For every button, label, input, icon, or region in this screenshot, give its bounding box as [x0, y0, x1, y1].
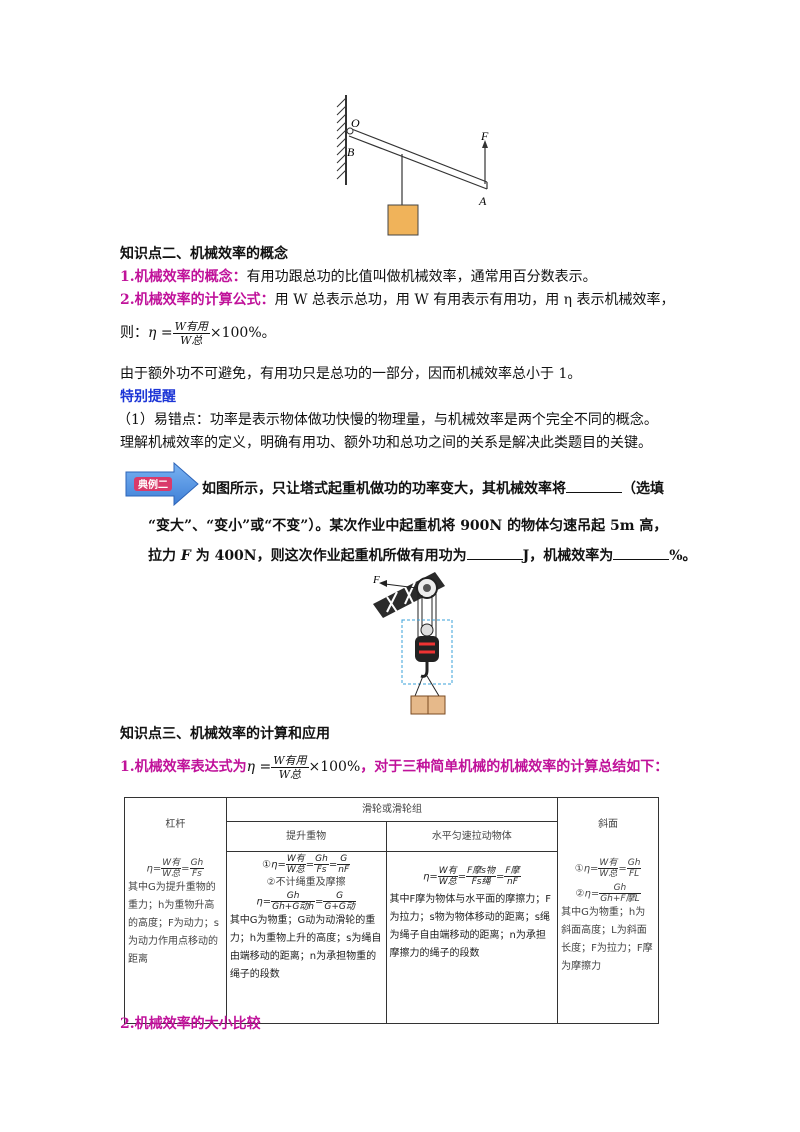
period: 。: [261, 325, 276, 341]
example-line3-c: J，机械效率为: [522, 548, 614, 564]
times-100-2: ×100%: [308, 759, 361, 775]
crane-force-label: F: [372, 574, 380, 586]
fraction-denominator: W总: [180, 333, 203, 347]
example-badge: 典例二: [138, 478, 168, 491]
horizontal-header: 水平匀速拉动物体: [385, 821, 559, 852]
pulley-header: 滑轮或滑轮组: [225, 797, 559, 822]
incline-header: 斜面: [598, 819, 619, 830]
label-o: O: [351, 116, 360, 130]
then-prefix: 则：: [120, 325, 148, 341]
fraction-denominator-2: W总: [278, 767, 302, 781]
hook-block: [415, 636, 439, 662]
reminder-title: 特别提醒: [120, 389, 176, 405]
eta-symbol-2: η =: [246, 759, 272, 775]
reminder-item1: （1）易错点：功率是表示物体做功快慢的物理量，与机械效率是两个完全不同的概念。: [117, 412, 658, 428]
formula-line: 2.机械效率的计算公式：用 W 总表示总功，用 W 有用表示有用功，用 η 表示…: [120, 290, 675, 310]
example-line3-f: F: [180, 548, 191, 564]
force-arrow-head: [379, 580, 387, 587]
weight-block: [387, 204, 419, 236]
horizontal-note: 其中F摩为物体与水平面的摩擦力；F为拉力；s物为物体移动的距离；s绳为绳子自由端…: [389, 894, 552, 959]
force-arrow-head: [482, 140, 488, 148]
formula-label: 2.机械效率的计算公式：: [120, 292, 275, 308]
label-b: B: [347, 145, 355, 159]
explain-text: 由于额外功不可避免，有用功只是总功的一部分，因而机械效率总小于 1。: [120, 366, 582, 382]
example-line1: 如图所示，只让塔式起重机做功的功率变大，其机械效率将 （选填: [202, 478, 664, 499]
answer-blank-3[interactable]: [613, 545, 670, 560]
wall-hatch: [336, 95, 347, 185]
lever-figure: O B A F: [336, 95, 489, 236]
example-line1-end: （选填: [622, 481, 664, 497]
answer-blank-1[interactable]: [566, 478, 622, 493]
times-100: ×100%: [209, 325, 262, 341]
lever-bar: [348, 127, 488, 190]
lever-note: 其中G为提升重物的重力；h为重物升高的高度；F为动力；s为动力作用点移动的距离: [128, 882, 219, 965]
fraction-numerator-2: W有用: [271, 753, 309, 768]
force-arrow-rope: [384, 583, 418, 589]
lever-header: 杠杆: [165, 819, 186, 830]
eta-symbol: η =: [148, 325, 173, 341]
lift-header: 提升重物: [225, 821, 387, 852]
fraction-numerator: W有用: [172, 319, 210, 334]
example-line3-a: 拉力: [148, 548, 181, 564]
item1-suffix: ，对于三种简单机械的机械效率的计算总结如下：: [360, 759, 669, 775]
label-f: F: [480, 129, 489, 143]
formula-text: 用 W 总表示总功，用 W 有用表示有用功，用 η 表示机械效率，: [274, 292, 675, 308]
section3-item2: 2.机械效率的大小比较: [120, 1016, 261, 1032]
crane-figure: F: [372, 572, 453, 715]
section2-title: 知识点二、机械效率的概念: [120, 246, 288, 262]
answer-blank-2[interactable]: [466, 545, 523, 560]
pivot-o: [346, 127, 354, 135]
concept-label: 1.机械效率的概念：: [120, 269, 247, 285]
reminder-item2: 理解机械效率的定义，明确有用功、额外功和总功之间的关系是解决此类题目的关键。: [120, 435, 652, 451]
example-line3: 拉力 F 为 400N，则这次作业起重机所做有用功为 J，机械效率为 %。: [148, 545, 697, 566]
lift-formula-2-title: ②不计绳重及摩擦: [266, 877, 346, 888]
incline-note: 其中G为物重；h为斜面高度；L为斜面长度；F为拉力；F摩为摩擦力: [561, 907, 653, 972]
concept-line: 1.机械效率的概念：有用功跟总功的比值叫做机械效率，通常用百分数表示。: [120, 267, 597, 287]
example-line2: “变大”、“变小”或“不变”）。某次作业中起重机将 900N 的物体匀速吊起 5…: [148, 518, 668, 534]
item1-prefix: 1.机械效率表达式为: [120, 759, 247, 775]
hook-frame: [401, 619, 453, 685]
hook: [420, 662, 429, 678]
section3-title: 知识点三、机械效率的计算和应用: [120, 726, 330, 742]
concept-text: 有用功跟总功的比值叫做机械效率，通常用百分数表示。: [246, 269, 597, 285]
example-line3-b: 为 400N，则这次作业起重机所做有用功为: [190, 548, 467, 564]
example-line3-d: %。: [669, 548, 697, 564]
example-line1-text: 如图所示，只让塔式起重机做功的功率变大，其机械效率将: [202, 481, 566, 497]
lift-note: 其中G为物重；G动为动滑轮的重力；h为重物上升的高度；s为绳自由端移动的距离；n…: [229, 915, 382, 980]
example-badge-arrow: 典例二: [125, 462, 199, 506]
label-a: A: [478, 194, 487, 208]
